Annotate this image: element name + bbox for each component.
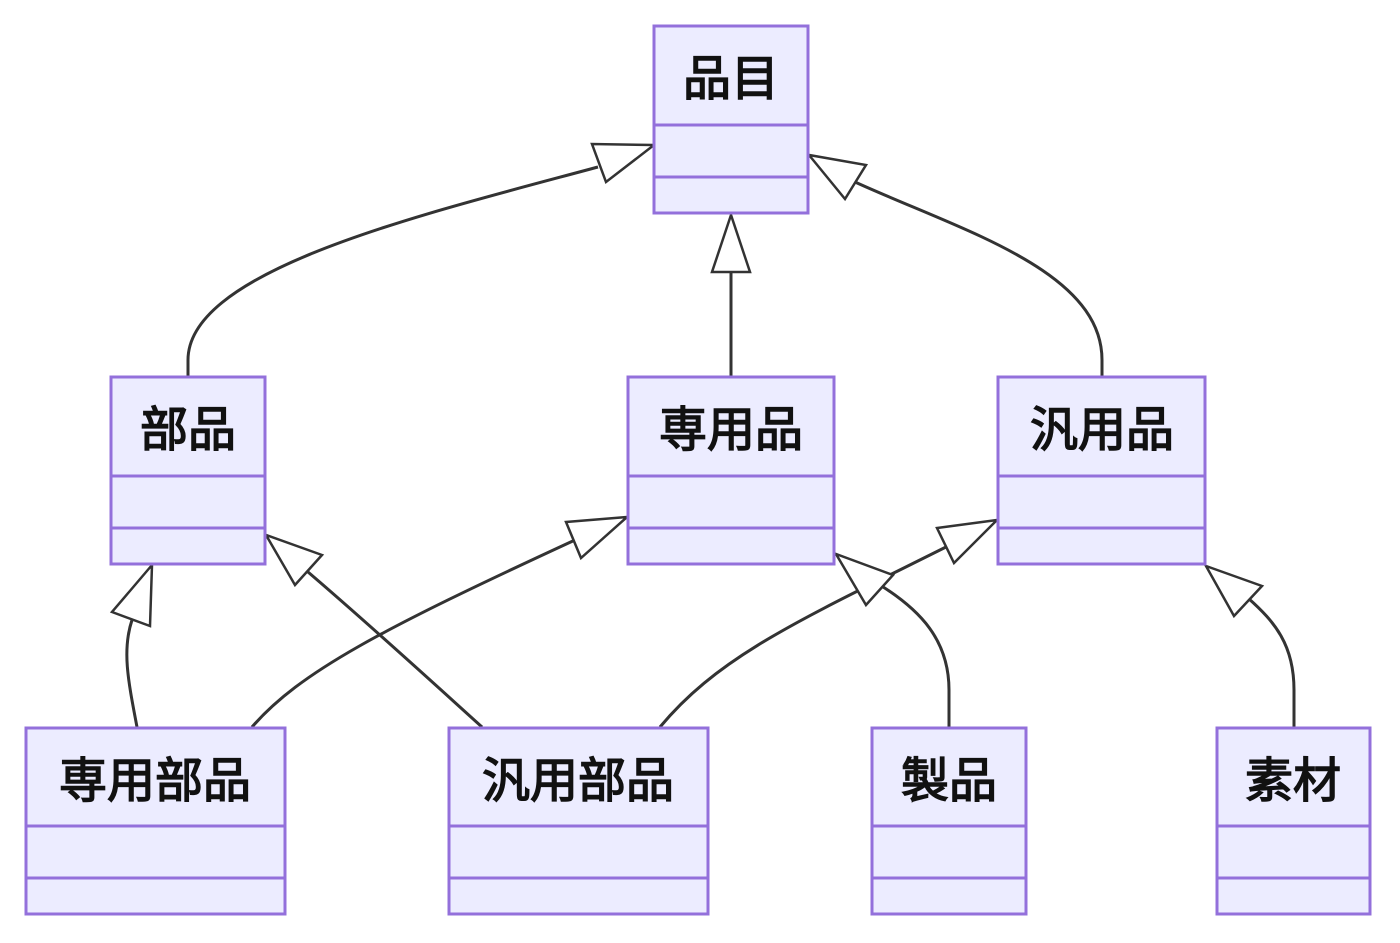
class-name: 汎用品 (1030, 402, 1174, 458)
edge-general-part-to-part (307, 570, 484, 729)
class-name: 素材 (1245, 753, 1341, 809)
arrowhead-general-part-to-general (935, 518, 1001, 566)
class-box-product[interactable]: 製品 (870, 726, 1028, 916)
edge-general-part-to-general (658, 543, 951, 728)
arrowhead-general-part-to-part (263, 532, 325, 588)
class-name: 品目 (683, 51, 779, 107)
edge-part-to-item (186, 165, 599, 377)
edge-dedicated-part-to-part (125, 619, 139, 728)
edge-general-to-item (854, 180, 1104, 377)
arrowhead-product-to-dedicated (833, 551, 896, 608)
class-name: 専用部品 (59, 753, 251, 809)
inheritance-edges (109, 142, 1296, 729)
class-box-item[interactable]: 品目 (652, 24, 810, 215)
class-box-dedicated-part[interactable]: 専用部品 (24, 726, 287, 916)
edge-material-to-general (1247, 596, 1296, 727)
class-name: 汎用部品 (482, 753, 674, 809)
edge-dedicated-part-to-dedicated (250, 538, 576, 728)
class-box-general[interactable]: 汎用品 (996, 375, 1207, 566)
edge-product-to-dedicated (879, 583, 951, 727)
class-name: 製品 (901, 753, 997, 809)
class-box-dedicated[interactable]: 専用品 (626, 375, 836, 566)
class-box-part[interactable]: 部品 (109, 375, 267, 566)
arrowhead-part-to-item (590, 142, 658, 185)
arrowhead-dedicated-part-to-dedicated (564, 515, 631, 561)
arrowhead-general-to-item (805, 153, 869, 202)
arrowhead-material-to-general (1203, 563, 1265, 619)
class-box-material[interactable]: 素材 (1215, 726, 1372, 916)
class-name: 部品 (140, 402, 236, 458)
arrowhead-dedicated-part-to-part (109, 561, 154, 628)
class-box-general-part[interactable]: 汎用部品 (447, 726, 710, 916)
arrowhead-dedicated-to-item (710, 211, 752, 274)
class-name: 専用品 (659, 402, 803, 458)
